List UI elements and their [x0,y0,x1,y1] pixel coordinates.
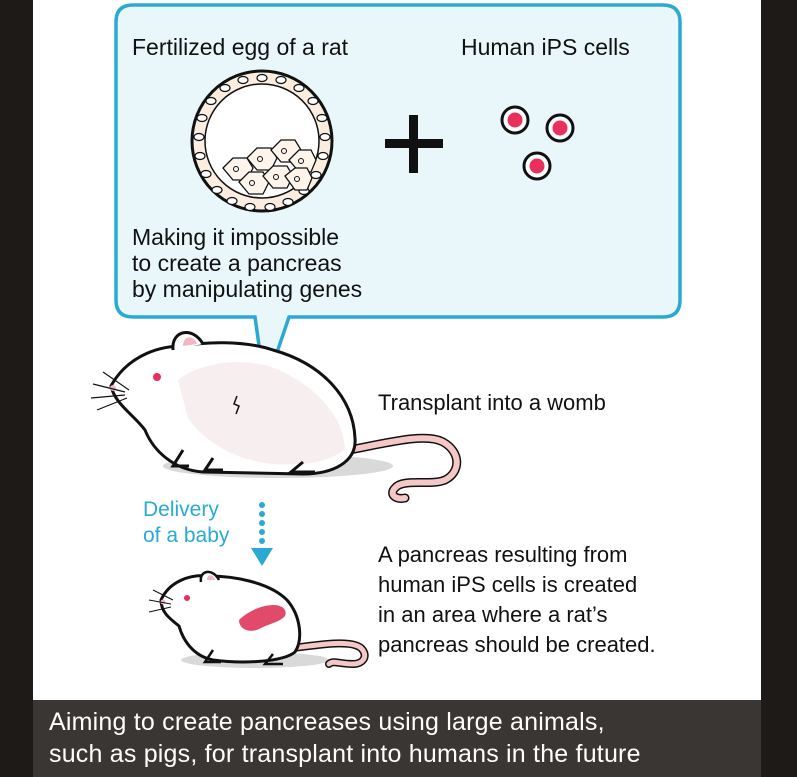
bubble-note-line: by manipulating genes [132,276,363,302]
plus-icon [385,115,443,173]
bubble-note-line: to create a pancreas [132,250,342,276]
caption-line-1: Aiming to create pancreases using large … [49,708,605,736]
delivery-label: Delivery of a baby [143,497,229,549]
ips-cell-icon [500,105,575,181]
result-line: pancreas should be created. [378,632,656,657]
result-line: in an area where a rat’s [378,602,608,627]
ips-cells-label: Human iPS cells [461,34,630,60]
speech-bubble [114,3,682,389]
egg-label: Fertilized egg of a rat [132,34,349,60]
result-line: human iPS cells is created [378,572,638,597]
bubble-note-line: Making it impossible [132,224,340,250]
down-arrow-icon [251,502,273,566]
illustration-layer [90,3,682,669]
pancreas-shape [239,605,286,631]
bubble-note: Making it impossible to create a pancrea… [132,224,362,302]
transplant-label: Transplant into a womb [378,390,606,415]
delivery-line: Delivery [143,498,219,521]
baby-rat-icon [148,570,369,669]
delivery-line: of a baby [143,524,230,547]
caption-bar: Aiming to create pancreases using large … [33,700,761,777]
caption-line-2: such as pigs, for transplant into humans… [49,740,641,768]
infographic-panel: Fertilized egg of a rat Human iPS cells … [33,0,761,777]
result-line: A pancreas resulting from [378,542,628,567]
adult-rat-icon [90,331,462,503]
result-label: A pancreas resulting from human iPS cell… [378,540,656,660]
fertilized-egg-icon [190,69,334,213]
